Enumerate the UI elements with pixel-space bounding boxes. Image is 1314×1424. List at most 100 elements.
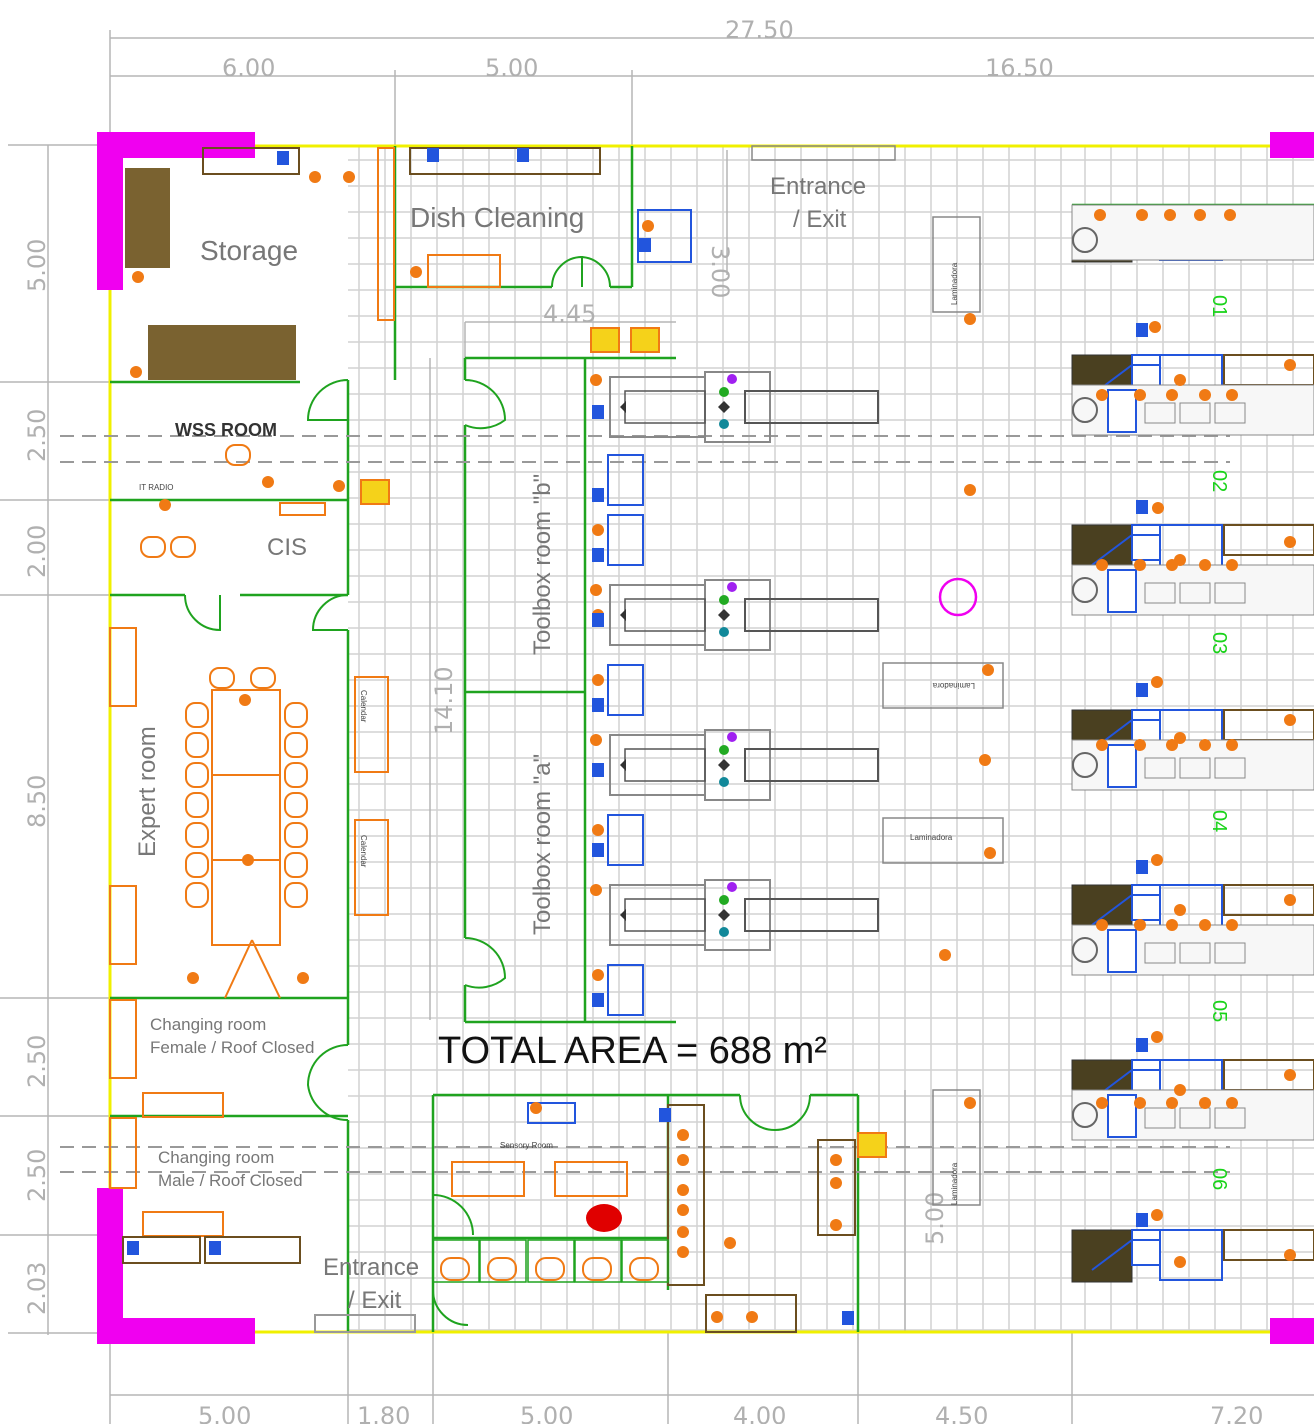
station-tray (1214, 402, 1246, 424)
equipment-dot (1284, 714, 1296, 726)
equipment-dot (677, 1154, 689, 1166)
station-mixer (1072, 752, 1098, 778)
dimension-left-4: 8.50 (23, 775, 51, 828)
station-counter (1223, 1229, 1314, 1261)
equipment-dot (1151, 1031, 1163, 1043)
equipment-dot (746, 1311, 758, 1323)
entrance-bottom-label-2: / Exit (348, 1287, 402, 1314)
equipment-dot (592, 969, 604, 981)
chair (284, 792, 308, 818)
toolbox-cabinet (607, 454, 644, 506)
workbench-table (744, 748, 879, 782)
station-number-01: 01 (1208, 295, 1230, 317)
marker-diamond (718, 401, 730, 413)
workbench-table (744, 898, 879, 932)
chair (284, 852, 308, 878)
sensory-chair (487, 1257, 517, 1281)
workbench-top (624, 390, 706, 424)
station-sink (1131, 524, 1161, 561)
marker-diamond (620, 909, 626, 921)
toolbox-cabinet (607, 964, 644, 1016)
sensory-chair (629, 1257, 659, 1281)
equipment-blue (427, 148, 439, 162)
doors (184, 255, 811, 1326)
station-number-03: 03 (1208, 632, 1230, 654)
equipment-dot (677, 1226, 689, 1238)
calendar-label-1: Calendar (359, 690, 368, 723)
station-tray (1214, 757, 1246, 779)
calendar-label-2: Calendar (359, 835, 368, 868)
changing-male-label-1: Changing room (158, 1148, 274, 1167)
dimension-lower: 5.00 (921, 1192, 949, 1245)
equipment-dot (964, 313, 976, 325)
changing-male-label-2: Male / Roof Closed (158, 1171, 303, 1190)
equipment-dot (1199, 919, 1211, 931)
equipment-markers (127, 148, 1296, 1325)
station-tray (1179, 942, 1211, 964)
equipment-blue (659, 1108, 671, 1122)
chair (225, 444, 251, 466)
equipment-blue (277, 151, 289, 165)
equipment-dot (1096, 389, 1108, 401)
cis-label: CIS (267, 534, 307, 561)
dimension-corridor: 4.45 (543, 300, 596, 328)
equipment-blue (592, 698, 604, 712)
dimension-entrance: 3.00 (706, 245, 734, 298)
equipment-blue (592, 488, 604, 502)
radio-label: IT RADIO (139, 483, 174, 492)
equipment-dot (1226, 739, 1238, 751)
equipment-dot (590, 584, 602, 596)
equipment-dot (1284, 536, 1296, 548)
equipment-dot (1166, 919, 1178, 931)
chair (185, 852, 209, 878)
equipment-dot (1164, 209, 1176, 221)
equipment-dot (1166, 739, 1178, 751)
station-tray (1179, 402, 1211, 424)
dimension-top-2: 5.00 (485, 54, 538, 82)
chair (209, 667, 235, 689)
marker-purple (727, 582, 737, 592)
equipment-blue (639, 238, 651, 252)
equipment-dot (262, 476, 274, 488)
equipment-dot (239, 694, 251, 706)
chair (284, 732, 308, 758)
station-hose (1091, 534, 1160, 566)
marker-teal (719, 927, 729, 937)
station-hose (1091, 1239, 1160, 1271)
equipment-dot (1151, 1209, 1163, 1221)
equipment-dot (1226, 559, 1238, 571)
equipment-dot (1096, 559, 1108, 571)
station-oven (1107, 389, 1137, 433)
equipment-dot (1284, 894, 1296, 906)
chair (185, 822, 209, 848)
equipment-blue (1136, 323, 1148, 337)
sensory-chair (535, 1257, 565, 1281)
chair (284, 762, 308, 788)
station-tray (1179, 1107, 1211, 1129)
equipment-dot (1224, 209, 1236, 221)
equipment-blue (209, 1241, 221, 1255)
equipment-dot (1151, 676, 1163, 688)
equipment-blue (517, 148, 529, 162)
entrance-top-area (751, 145, 1004, 1206)
chair (284, 702, 308, 728)
workbench-table (744, 598, 879, 632)
dimension-top-1: 6.00 (222, 54, 275, 82)
dimension-left-5: 2.50 (23, 1035, 51, 1088)
equipment-blue (592, 843, 604, 857)
toolbox-a-label: Toolbox room "a" (529, 754, 556, 935)
equipment-dot (592, 824, 604, 836)
equipment-dot (1134, 739, 1146, 751)
workbench-cabinet (704, 729, 771, 801)
chair (250, 667, 276, 689)
corner-columns (97, 132, 1314, 1344)
workbench-top (624, 598, 706, 632)
dimension-bottom-3: 5.00 (520, 1402, 573, 1424)
station-number-02: 02 (1208, 470, 1230, 492)
equipment-blue (1136, 1038, 1148, 1052)
equipment-dot (1134, 1097, 1146, 1109)
station-tray (1144, 582, 1176, 604)
equipment-dot (979, 754, 991, 766)
workbench-top (624, 898, 706, 932)
station-sink (1131, 1229, 1161, 1266)
